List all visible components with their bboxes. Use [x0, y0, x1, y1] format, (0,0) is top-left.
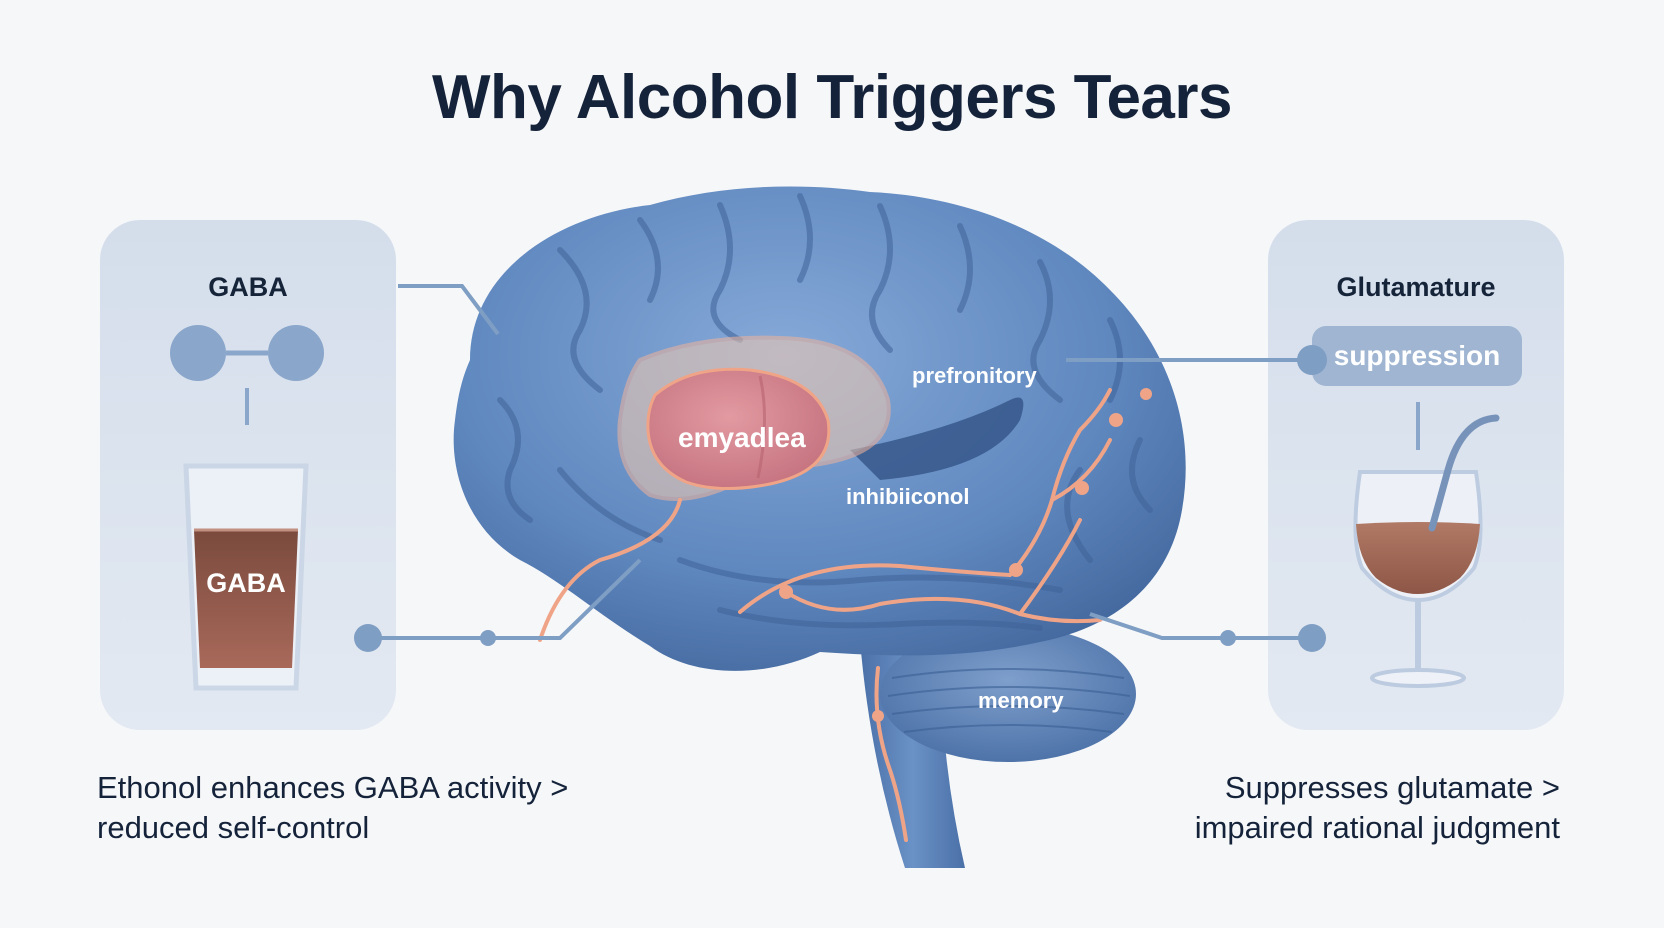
- gaba-glass-icon: [183, 463, 309, 691]
- cerebellum: [880, 626, 1136, 762]
- neural-nodes: [779, 388, 1152, 722]
- gaba-caption-line-2: reduced self-control: [97, 810, 370, 845]
- page-title: Why Alcohol Triggers Tears: [431, 63, 1233, 132]
- gaba-caption: Ethonol enhances GABA activity > reduced…: [97, 768, 568, 848]
- memory-label: memory: [978, 688, 1064, 713]
- gaba-panel-heading: GABA: [208, 272, 288, 302]
- prefrontal-label: prefronitory: [912, 363, 1037, 388]
- glutamate-caption-line-1: Suppresses glutamate >: [1224, 770, 1560, 805]
- suppression-badge: suppression: [1312, 326, 1522, 386]
- amygdala-label: emyadlea: [678, 422, 806, 453]
- gaba-molecule-icon: [170, 325, 324, 425]
- gaba-glass-label: GABA: [206, 568, 286, 598]
- connector-lines: [368, 284, 1310, 640]
- gaba-caption-line-1: Ethonol enhances GABA activity >: [97, 770, 569, 805]
- inhibitory-label: inhibiiconol: [846, 484, 970, 509]
- glutamate-panel-heading: Glutamature: [1336, 272, 1496, 302]
- amygdala-region: [617, 335, 891, 501]
- connector-nodes: [354, 345, 1327, 652]
- wine-glass-icon: [1353, 414, 1500, 688]
- glutamate-caption: Suppresses glutamate > impaired rational…: [1195, 768, 1560, 848]
- glutamate-caption-line-2: impaired rational judgment: [1194, 810, 1560, 845]
- neural-pathways: [538, 388, 1112, 842]
